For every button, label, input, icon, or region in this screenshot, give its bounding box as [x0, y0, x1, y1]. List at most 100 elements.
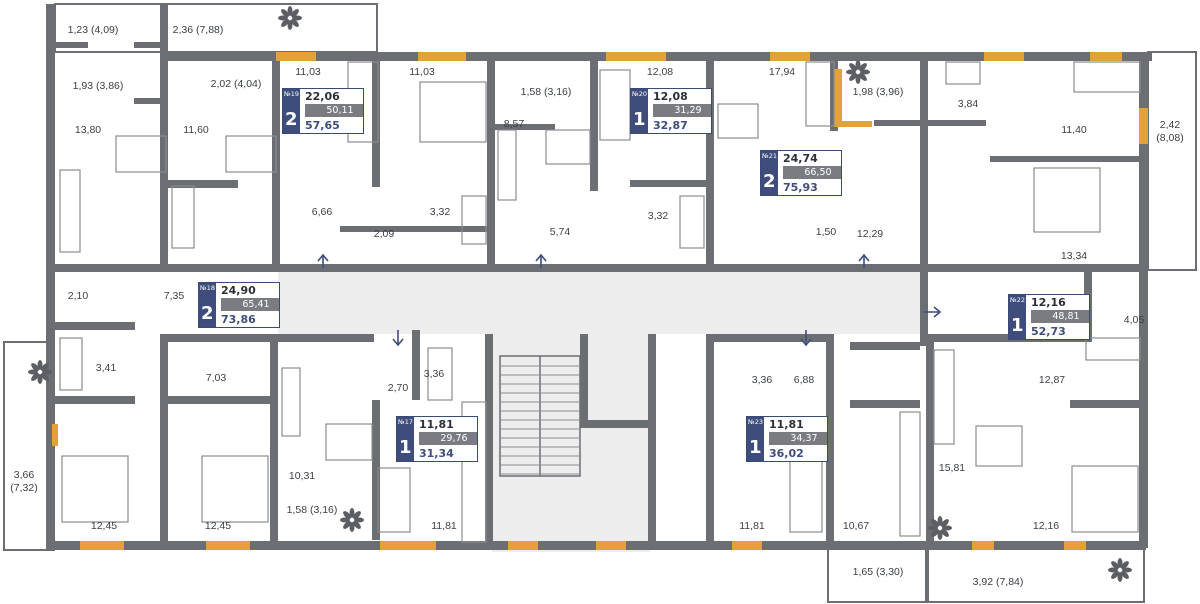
room-area-label: 1,23 (4,09) — [67, 24, 119, 36]
plant-leaf — [290, 18, 299, 27]
plant-leaf — [1111, 561, 1120, 570]
living-area: 11,81 — [769, 418, 804, 431]
apartment-number: №21 — [762, 152, 778, 160]
room-area-label: 2,10 — [67, 290, 89, 302]
room-area-label: 11,81 — [431, 520, 457, 532]
plant-leaf — [1122, 567, 1132, 573]
badge-accent: №17 1 — [397, 417, 414, 461]
plant-leaf — [343, 520, 352, 529]
plant-leaf — [42, 369, 52, 375]
plant-leaf — [287, 6, 293, 16]
plants — [28, 6, 1132, 582]
apartment-number: №19 — [284, 90, 300, 98]
plant-leaf — [287, 20, 293, 30]
plant-leaf — [937, 530, 943, 540]
room-area-label: 12,45 — [90, 520, 118, 532]
room-area-label: 6,66 — [311, 206, 333, 218]
plant-leaf — [290, 9, 299, 18]
plant-leaf — [940, 519, 949, 528]
room-area-label: 1,93 (3,86) — [72, 80, 124, 92]
room-area-label: 12,16 — [1032, 520, 1060, 532]
plant-leaf — [40, 363, 49, 372]
room-area-label: 11,03 — [409, 66, 435, 78]
room-area-label: 5,74 — [549, 226, 571, 238]
plant-leaf — [281, 9, 290, 18]
plant-leaf — [1111, 570, 1120, 579]
total-area-no-balcony: 31,29 — [653, 104, 711, 117]
living-area: 22,06 — [305, 90, 340, 103]
total-area: 75,93 — [783, 181, 818, 194]
room-area-label: 1,65 (3,30) — [852, 566, 904, 578]
plant-leaf — [349, 508, 355, 518]
room-area-label: 3,92 (7,84) — [972, 576, 1024, 588]
stair-hall-floor — [492, 334, 650, 552]
apartment-number: №17 — [398, 418, 414, 426]
entry-arrows — [260, 253, 942, 347]
apartment-number: №22 — [1010, 296, 1026, 304]
room-area-label: 1,58 (3,16) — [520, 86, 572, 98]
plant-leaf — [343, 511, 352, 520]
room-area-label: 3,36 — [423, 368, 445, 380]
plant-leaf — [858, 72, 867, 81]
total-area-no-balcony: 66,50 — [783, 166, 841, 179]
room-area-label: 1,58 (3,16) — [286, 504, 338, 516]
room-area-label: 3,84 — [957, 98, 979, 110]
living-area: 24,74 — [783, 152, 818, 165]
plant-leaf — [37, 374, 43, 384]
total-area-no-balcony: 34,37 — [769, 432, 827, 445]
windows — [52, 52, 1148, 550]
room-area-label: 2,70 — [387, 382, 409, 394]
apartment-number: №23 — [748, 418, 764, 426]
plant-leaf — [1117, 558, 1123, 568]
plant-leaf — [40, 372, 49, 381]
furniture — [59, 61, 1141, 543]
room-area-label: 4,05 — [1123, 314, 1145, 326]
room-count: 1 — [633, 109, 646, 130]
room-area-label: 8,57 — [503, 118, 525, 130]
plant-leaf — [846, 69, 856, 75]
room-area-label: 3,36 — [751, 374, 773, 386]
room-area-label: 12,08 — [646, 66, 674, 78]
plant-leaf — [849, 63, 858, 72]
plant-leaf — [855, 60, 861, 70]
room-area-label: 12,29 — [856, 228, 884, 240]
plant-leaf — [931, 528, 940, 537]
total-area: 36,02 — [769, 447, 804, 460]
plant-leaf — [1120, 561, 1129, 570]
room-count: 1 — [399, 437, 412, 458]
plant-leaf — [349, 522, 355, 532]
room-area-label: 3,32 — [647, 210, 669, 222]
total-area-no-balcony: 65,41 — [221, 298, 279, 311]
plant-leaf — [352, 520, 361, 529]
apartment-number: №18 — [200, 284, 216, 292]
plant-leaf — [1117, 572, 1123, 582]
room-area-label: 11,81 — [739, 520, 765, 532]
room-area-label: 2,09 — [373, 228, 395, 240]
total-area-no-balcony: 50,11 — [305, 104, 363, 117]
plant-leaf — [928, 525, 938, 531]
room-area-label: 7,35 — [163, 290, 185, 302]
total-area-no-balcony: 48,81 — [1031, 310, 1089, 323]
room-area-label: 12,45 — [204, 520, 232, 532]
room-area-label: 1,50 — [815, 226, 837, 238]
room-area-label: 2,42(8,08) — [1156, 119, 1184, 144]
room-area-label: 2,36 (7,88) — [172, 24, 224, 36]
room-area-label: 11,60 — [183, 124, 209, 136]
total-area: 57,65 — [305, 119, 340, 132]
room-area-label: 11,03 — [295, 66, 321, 78]
plant-leaf — [940, 528, 949, 537]
plant-leaf — [858, 63, 867, 72]
room-area-label: 10,67 — [842, 520, 870, 532]
plant-leaf — [28, 369, 38, 375]
plant-leaf — [354, 517, 364, 523]
total-area-no-balcony: 29,76 — [419, 432, 477, 445]
